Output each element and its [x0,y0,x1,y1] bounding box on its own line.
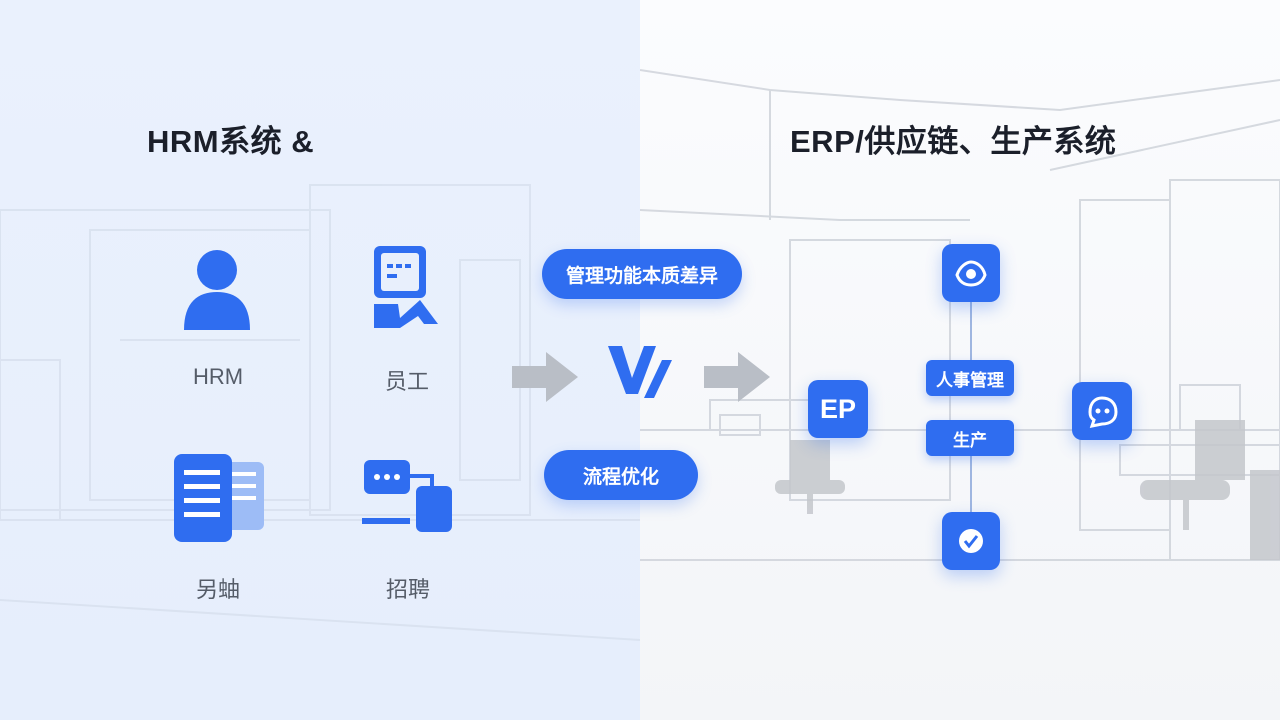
arrow-right-icon-2 [704,352,770,402]
tile-label-employee: 员工 [384,369,429,394]
tile-label-recruit: 招聘 [385,577,430,602]
ep-box: EP [808,380,868,438]
erp-node-bottom [942,512,1000,570]
left-title: HRM系统 & [147,124,315,159]
connector-top [970,300,972,362]
user-icon [184,250,250,330]
tile-label-document: 另蚰 [195,577,240,602]
pill-management-difference: 管理功能本质差异 [542,249,742,299]
v-logo-icon [608,346,672,398]
recruit-chat-icon [362,460,452,532]
employee-board-icon [374,246,438,328]
arrow-right-icon [512,352,578,402]
erp-node-top [942,244,1000,302]
eye-cloud-icon [955,260,987,287]
pill-process-optimization: 流程优化 [544,450,698,500]
tile-label-hrm: HRM [192,364,244,389]
robot-face-icon [1088,396,1118,428]
right-title: ERP/供应链、生产系统 [790,124,1117,159]
document-list-icon [174,454,264,542]
check-circle-icon [959,529,983,553]
erp-node-right [1072,382,1132,440]
chip-hr-management: 人事管理 [926,360,1014,396]
chip-production: 生产 [926,420,1014,456]
connector-bottom [970,456,972,512]
